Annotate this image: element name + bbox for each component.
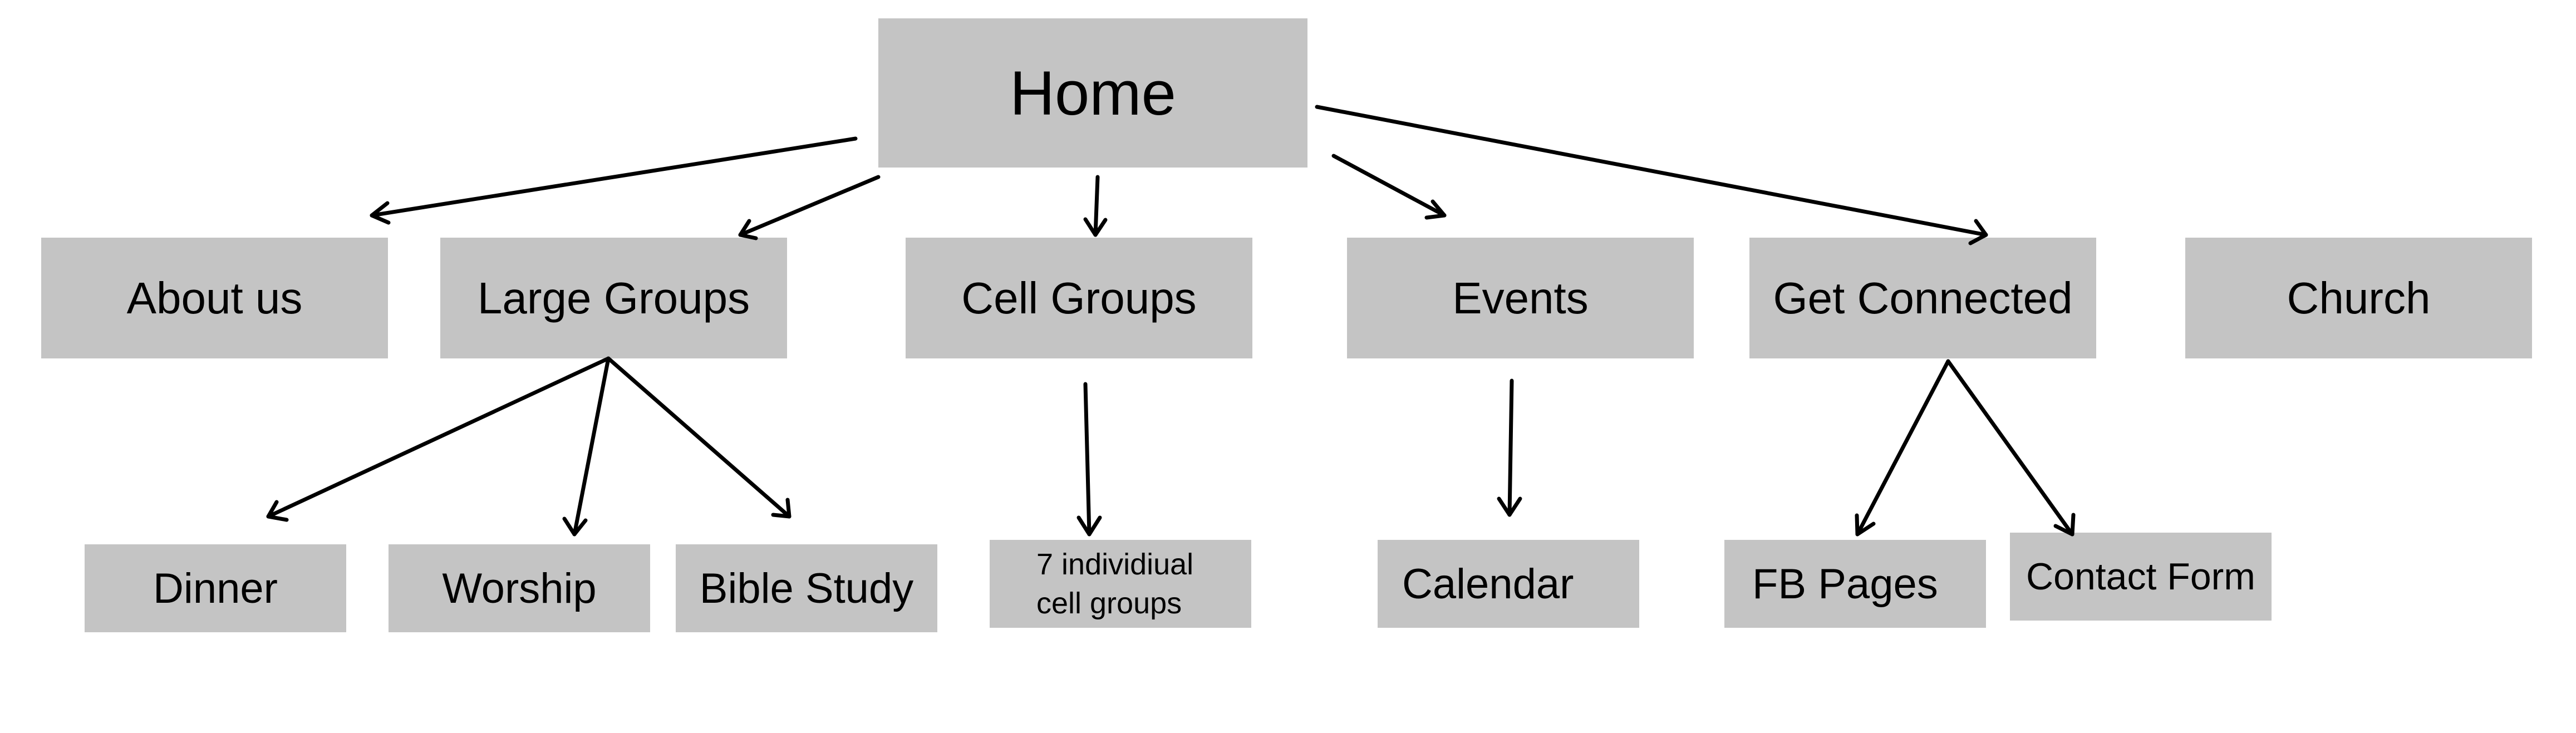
node-cell-groups: Cell Groups <box>906 238 1252 358</box>
arrow-large-groups-to-bible-study <box>606 356 792 519</box>
arrow-get-connected-to-fb-pages <box>1855 359 1950 537</box>
arrow-cell-groups-to-cell-groups-list <box>1076 382 1102 537</box>
arrow-home-to-cell-groups <box>1083 175 1108 237</box>
arrow-large-groups-to-worship <box>562 356 611 537</box>
arrow-events-to-calendar <box>1497 378 1522 517</box>
node-church: Church <box>2185 238 2532 358</box>
node-fb-pages: FB Pages <box>1724 540 1986 628</box>
node-calendar: Calendar <box>1378 540 1639 628</box>
node-cell-groups-list: 7 individiual cell groups <box>990 540 1251 628</box>
arrow-large-groups-to-dinner <box>266 356 611 522</box>
node-get-connected: Get Connected <box>1749 238 2096 358</box>
cell-groups-list-line-2: cell groups <box>1036 587 1182 620</box>
node-large-groups: Large Groups <box>440 238 787 358</box>
node-dinner: Dinner <box>85 544 346 632</box>
arrow-home-to-large-groups <box>738 175 881 240</box>
arrow-home-to-about-us <box>370 136 858 225</box>
node-about-us: About us <box>41 238 388 358</box>
node-home: Home <box>878 18 1307 168</box>
node-contact-form: Contact Form <box>2010 533 2272 621</box>
arrow-home-to-events <box>1331 154 1447 220</box>
arrow-get-connected-to-contact-form <box>1946 359 2076 537</box>
cell-groups-list-line-1: 7 individiual <box>1036 548 1194 581</box>
node-events: Events <box>1347 238 1694 358</box>
arrow-home-to-get-connected <box>1315 105 1988 245</box>
node-worship: Worship <box>389 544 650 632</box>
node-bible-study: Bible Study <box>676 544 937 632</box>
